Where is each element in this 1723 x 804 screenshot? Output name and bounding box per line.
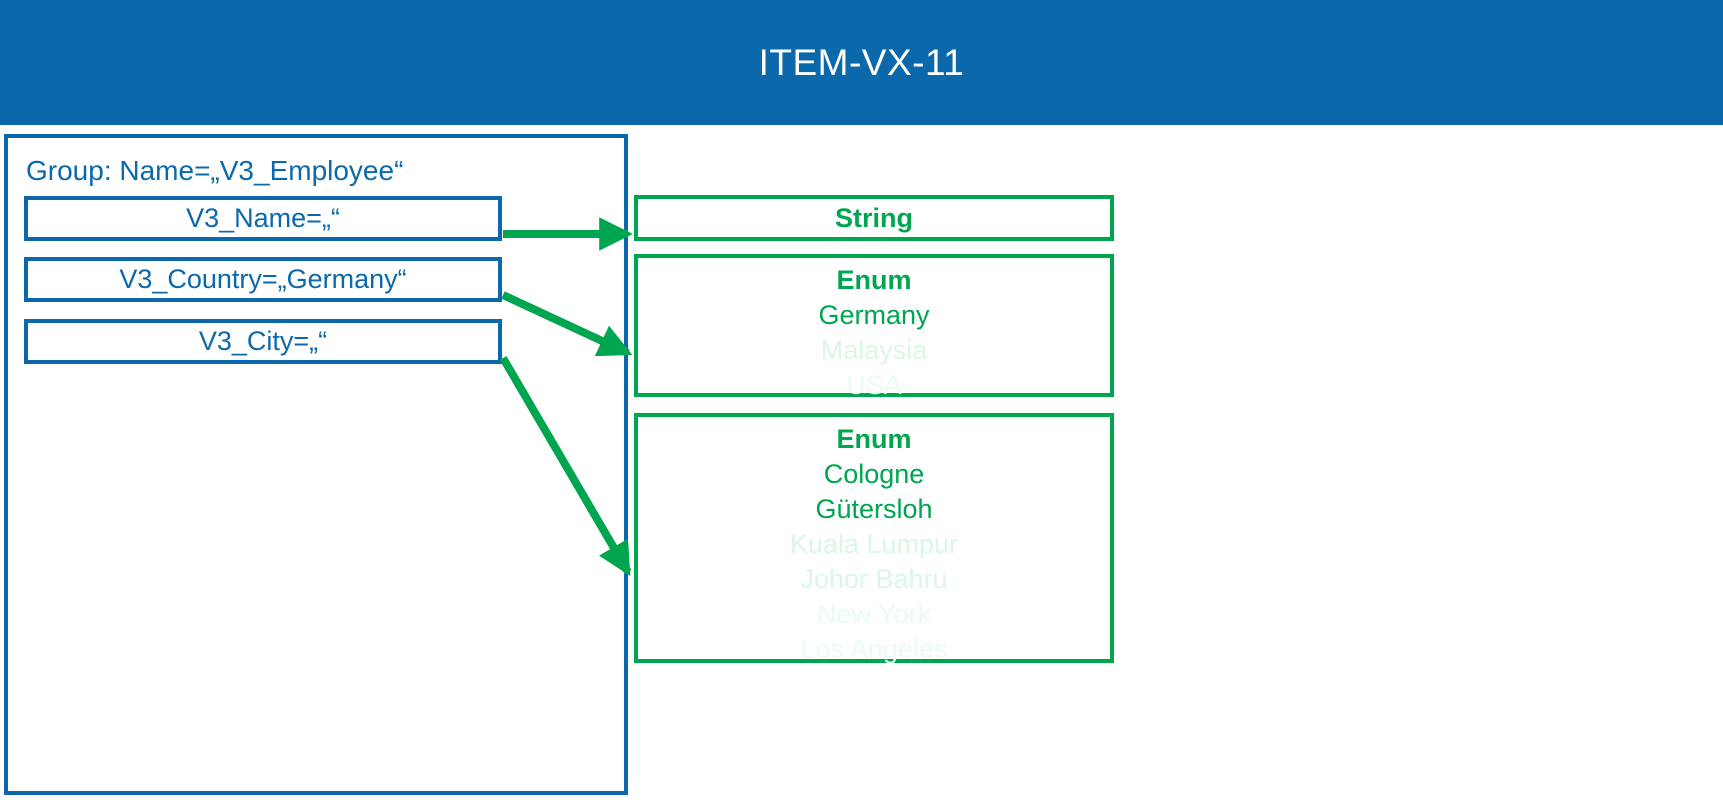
page-title: ITEM-VX-11 [758, 41, 965, 83]
enum-value[interactable]: Cologne [823, 459, 925, 489]
type-box-enum-city: Enum Cologne Gütersloh Kuala Lumpur Joho… [634, 413, 1114, 664]
type-box-title: Enum [836, 265, 912, 295]
header-bar [0, 0, 1723, 125]
field-v3-city[interactable]: V3_City=„“ [24, 319, 502, 364]
type-box-title: String [835, 202, 913, 233]
enum-value[interactable]: New York [816, 599, 932, 629]
enum-value[interactable]: Germany [818, 300, 930, 330]
enum-value[interactable]: Gütersloh [815, 494, 933, 524]
enum-value[interactable]: Los Angeles [800, 634, 948, 664]
enum-value[interactable]: USA [846, 370, 902, 400]
enum-value[interactable]: Johor Bahru [800, 564, 948, 594]
enum-value[interactable]: Malaysia [820, 335, 928, 365]
field-v3-name[interactable]: V3_Name=„“ [24, 196, 502, 241]
group-label: Group: Name=„V3_Employee“ [26, 155, 404, 186]
type-box-enum-country: Enum Germany Malaysia USA [634, 254, 1114, 400]
enum-value[interactable]: Kuala Lumpur [789, 529, 959, 559]
type-box-string: String [634, 195, 1114, 241]
field-v3-country[interactable]: V3_Country=„Germany“ [24, 257, 502, 302]
type-box-title: Enum [836, 424, 912, 454]
